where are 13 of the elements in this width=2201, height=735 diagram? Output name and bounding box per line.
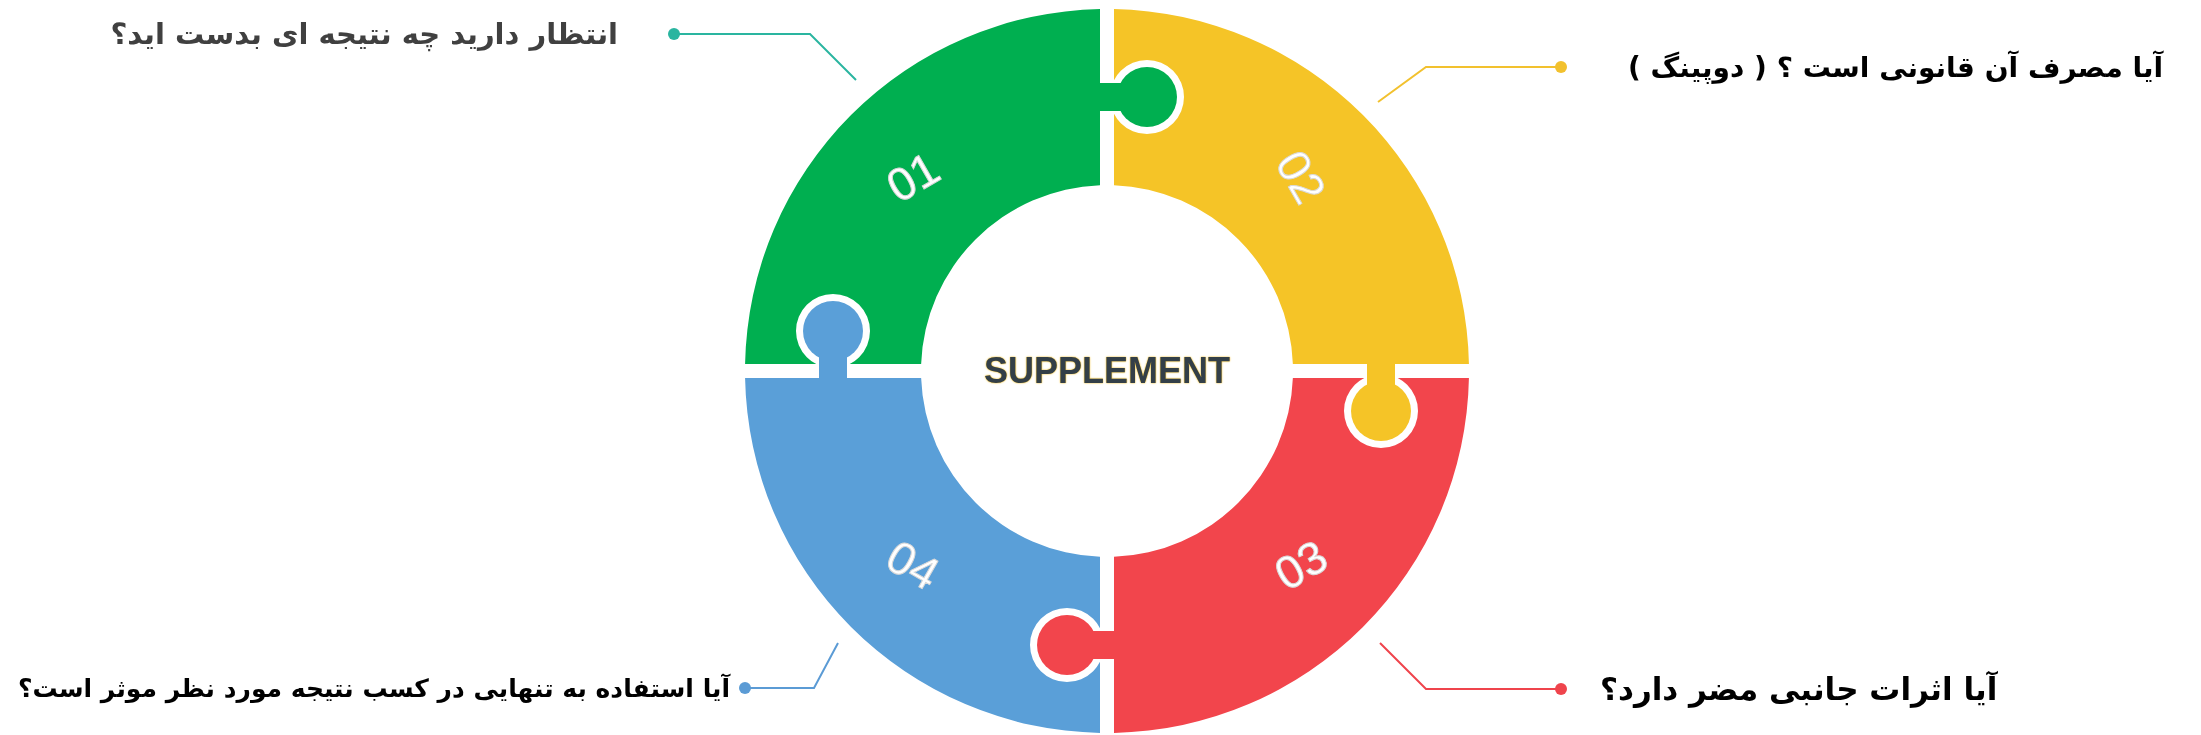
- leader-line: [739, 642, 839, 694]
- piece-number: 02: [1268, 143, 1334, 211]
- piece-number: 04: [879, 532, 947, 598]
- question-text: آیا استفاده به تنهایی در کسب نتیجه مورد نظر موثر است؟: [18, 673, 745, 703]
- question-text: آیا مصرف آن قانونی است ؟ ( دوپینگ ): [1561, 50, 2164, 84]
- piece-number: 03: [1267, 532, 1335, 598]
- question-text: انتظار دارید چه نتیجه ای بدست اید؟: [110, 17, 674, 51]
- question-text: آیا اثرات جانبی مضر دارد؟: [1561, 671, 1998, 707]
- piece-number: 01: [879, 144, 947, 210]
- center-label: SUPPLEMENT: [984, 350, 1230, 392]
- leader-line: [1379, 642, 1567, 695]
- leader-line: [1377, 61, 1567, 103]
- leader-line: [668, 28, 857, 81]
